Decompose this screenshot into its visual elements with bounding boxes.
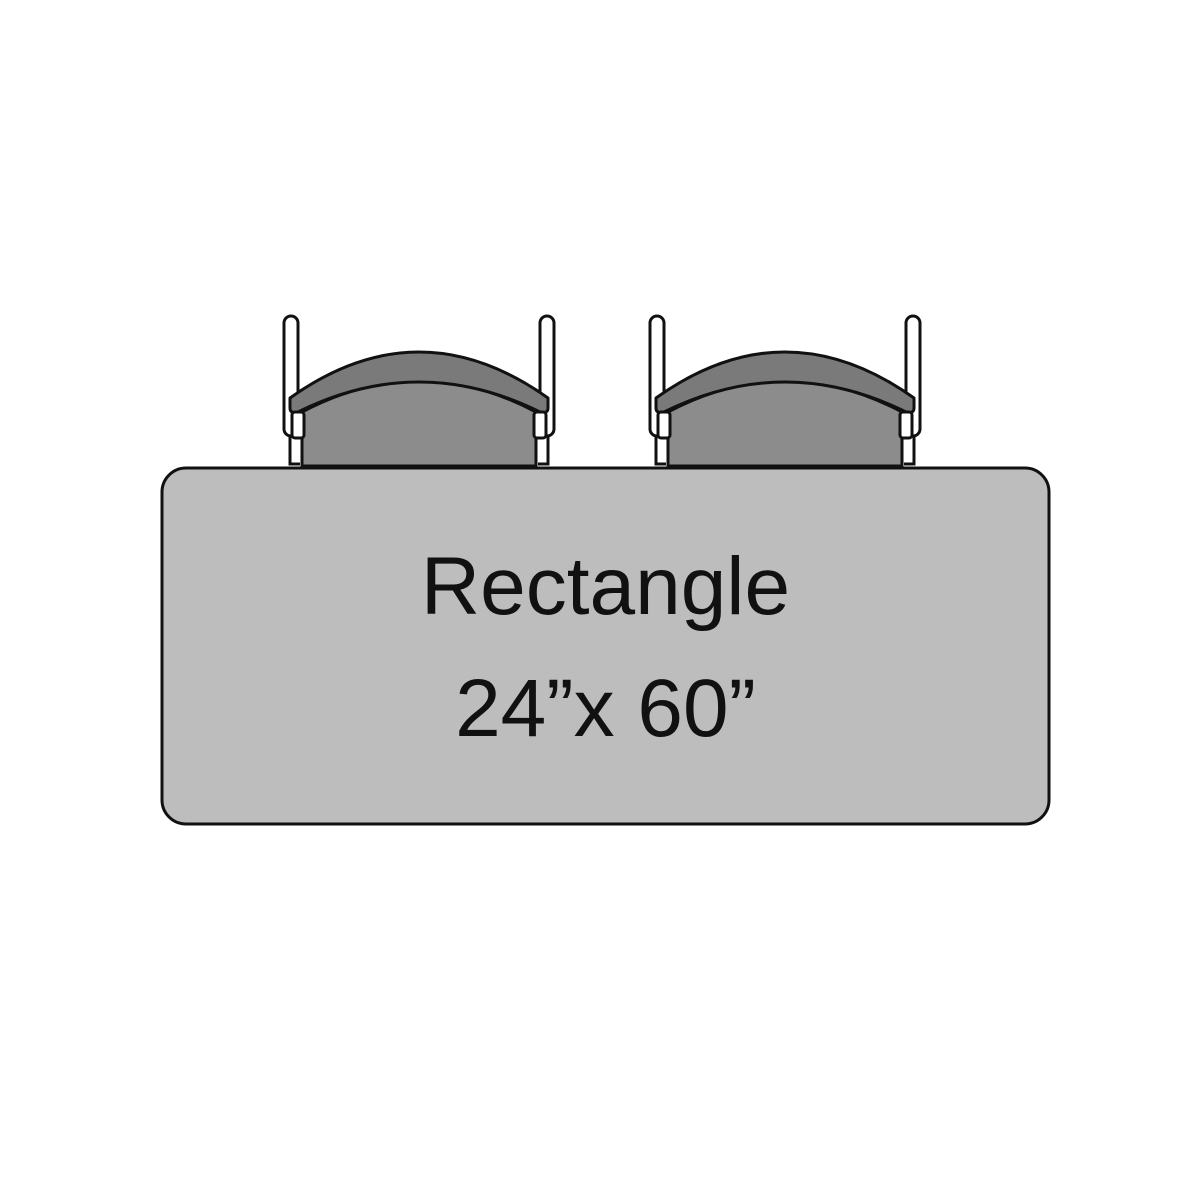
- chair-right: [648, 314, 922, 468]
- chair-left: [282, 314, 556, 468]
- table-size-label: 24”x 60”: [455, 663, 756, 754]
- table-shape-label: Rectangle: [420, 541, 791, 632]
- table-top: [160, 466, 1051, 826]
